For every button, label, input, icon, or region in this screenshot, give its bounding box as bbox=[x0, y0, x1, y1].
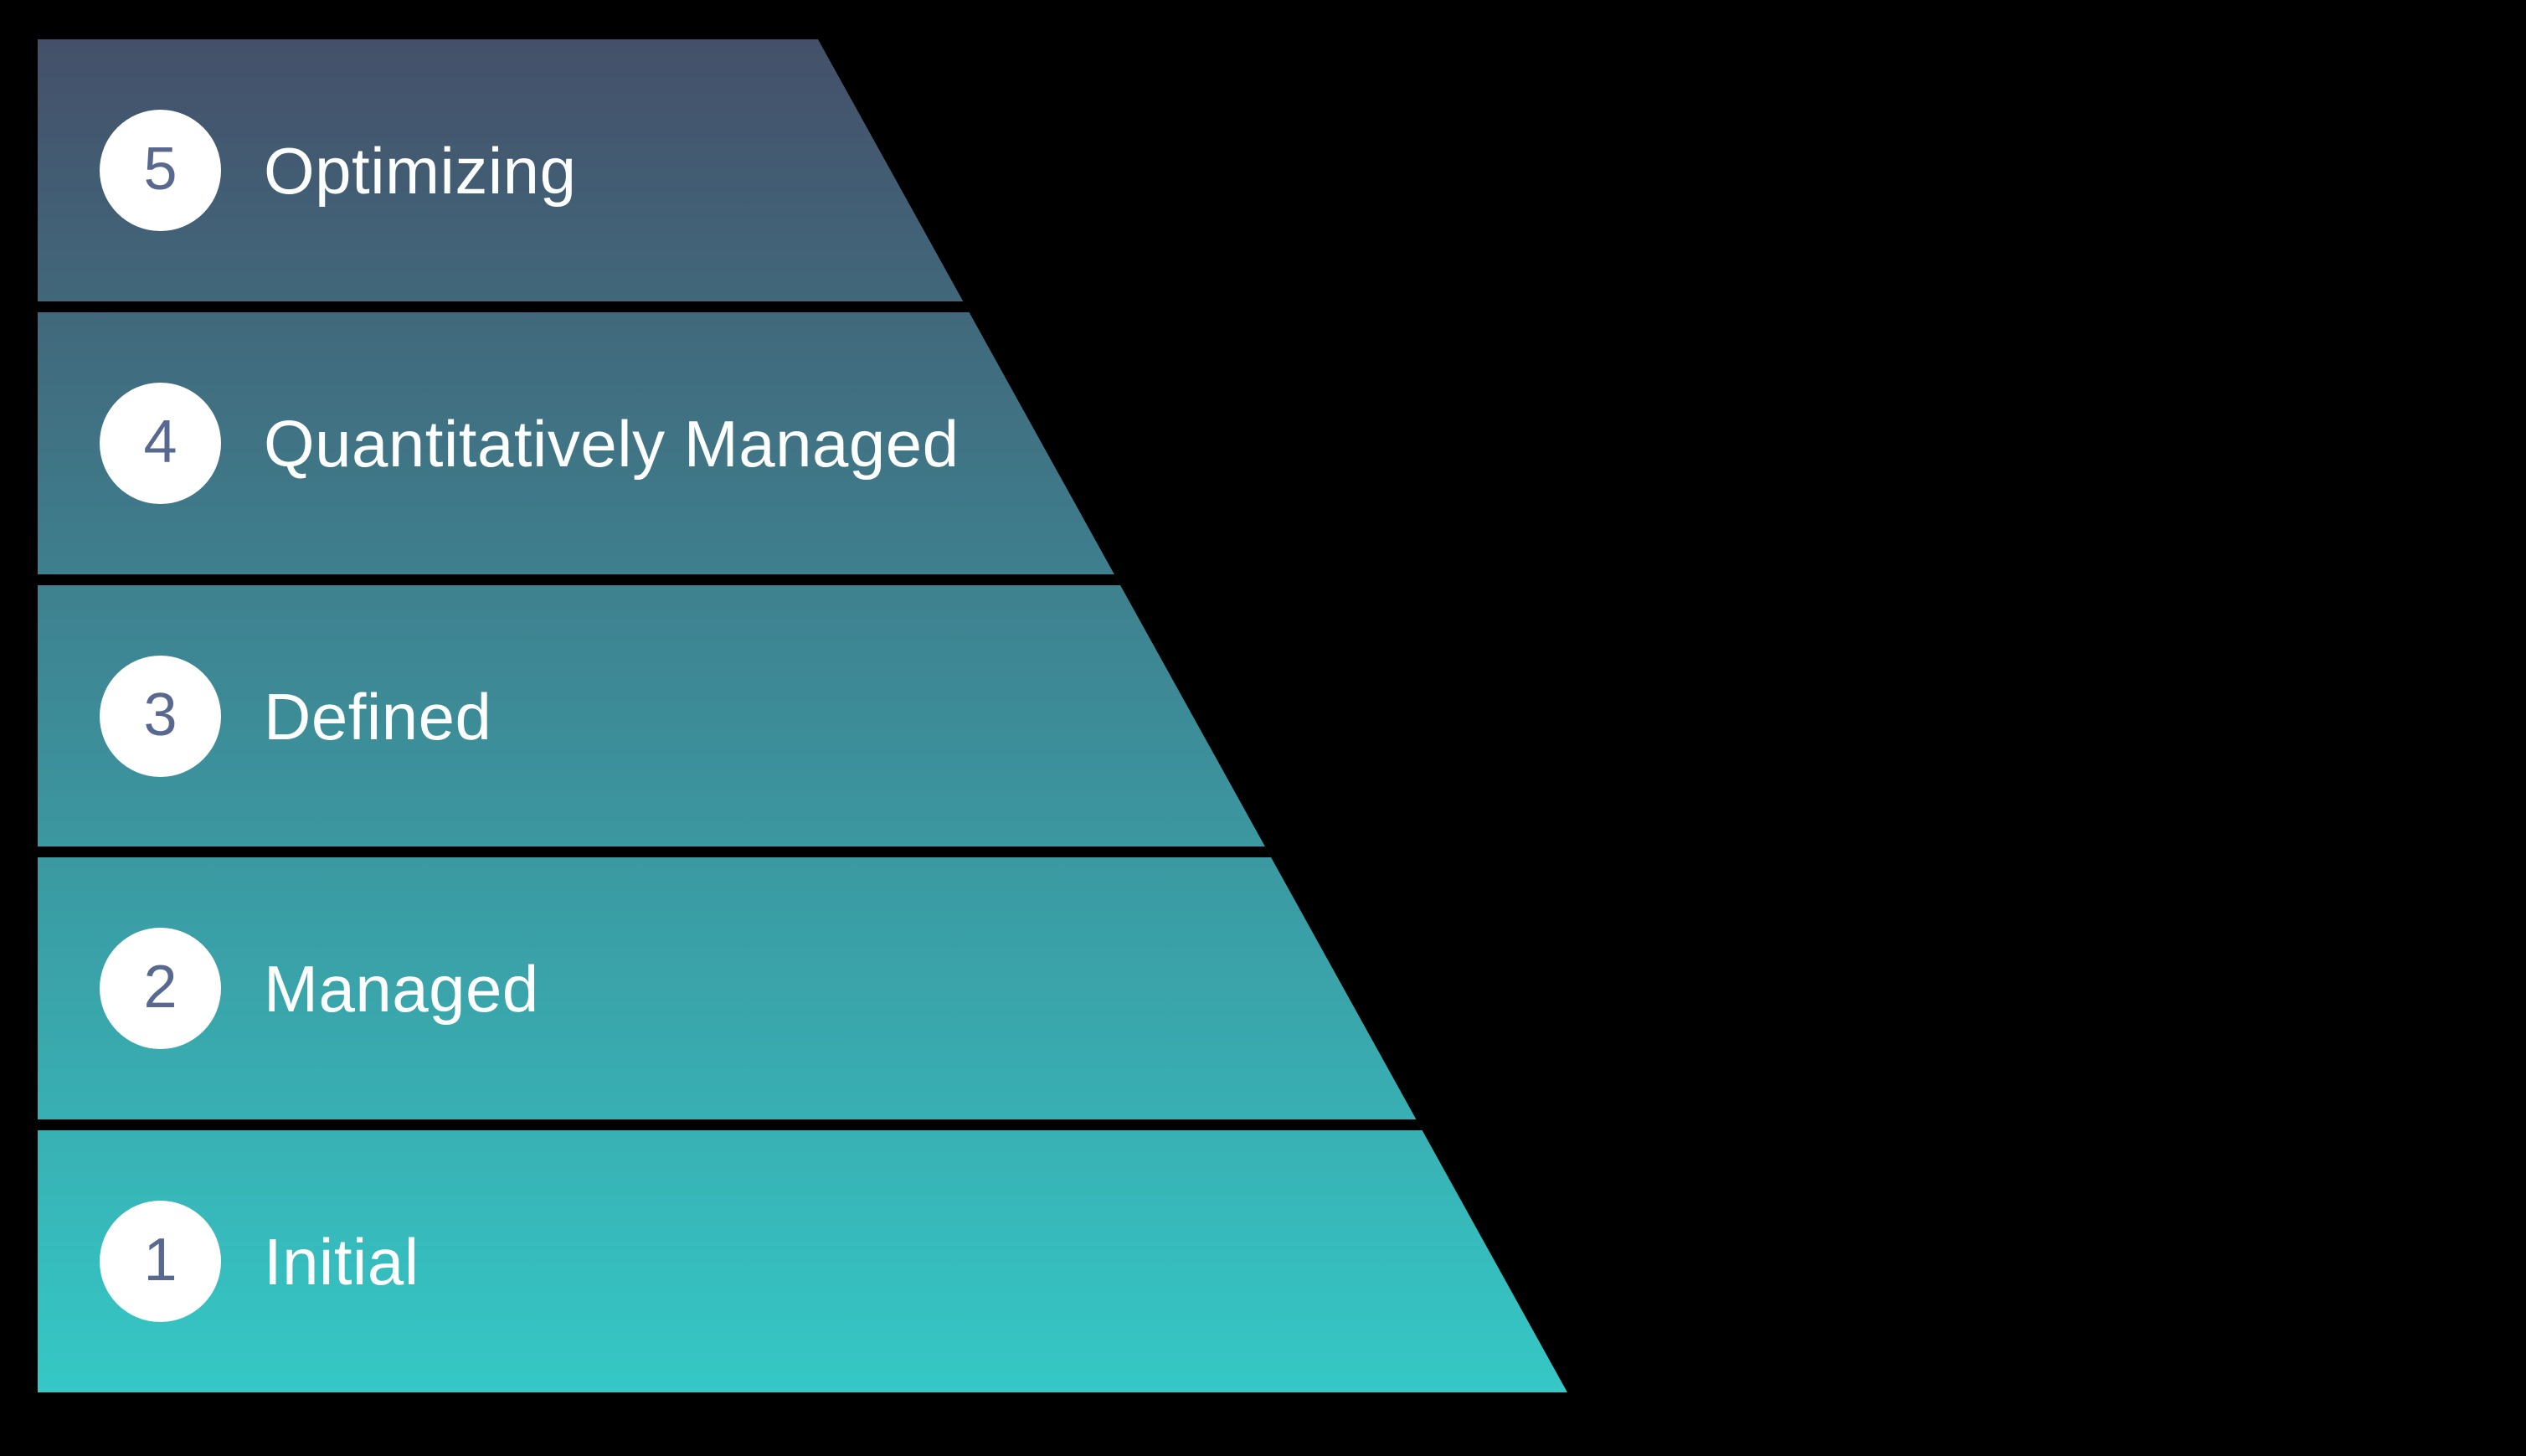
pyramid-level-3: 3 Defined bbox=[100, 656, 491, 777]
level-number: 1 bbox=[143, 1226, 177, 1294]
level-label: Quantitatively Managed bbox=[264, 406, 959, 481]
level-number-badge: 5 bbox=[100, 110, 221, 231]
level-separator bbox=[38, 1119, 1567, 1130]
level-number: 2 bbox=[143, 953, 177, 1021]
pyramid-level-5: 5 Optimizing bbox=[100, 110, 576, 231]
level-number-badge: 3 bbox=[100, 656, 221, 777]
pyramid-level-1: 1 Initial bbox=[100, 1201, 419, 1322]
level-label: Initial bbox=[264, 1224, 419, 1299]
level-number-badge: 4 bbox=[100, 383, 221, 504]
level-number: 5 bbox=[143, 135, 177, 203]
maturity-pyramid: 5 Optimizing 4 Quantitatively Managed 3 … bbox=[38, 39, 1567, 1392]
level-label: Managed bbox=[264, 951, 539, 1026]
level-number: 4 bbox=[143, 408, 177, 476]
pyramid-level-2: 2 Managed bbox=[100, 928, 539, 1049]
pyramid-level-4: 4 Quantitatively Managed bbox=[100, 383, 959, 504]
level-label: Defined bbox=[264, 679, 492, 754]
level-number-badge: 2 bbox=[100, 928, 221, 1049]
level-separator bbox=[38, 846, 1567, 857]
level-label: Optimizing bbox=[264, 133, 577, 208]
level-separator bbox=[38, 301, 1567, 312]
level-separator bbox=[38, 574, 1567, 585]
level-number-badge: 1 bbox=[100, 1201, 221, 1322]
level-number: 3 bbox=[143, 681, 177, 749]
